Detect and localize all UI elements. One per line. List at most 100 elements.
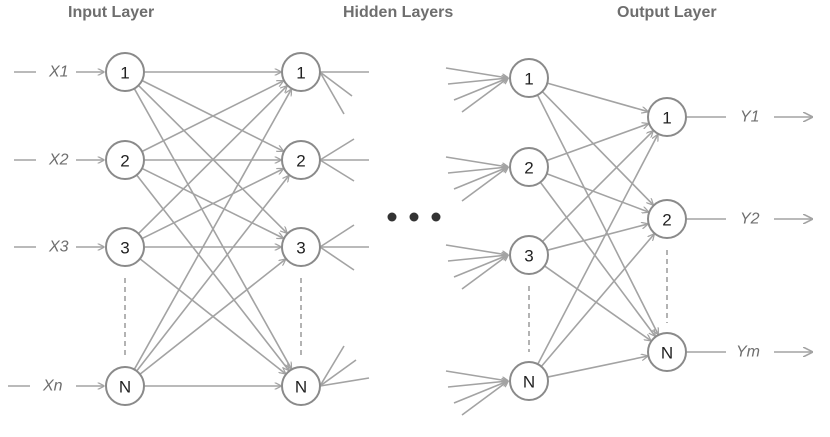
fan-out-line-1-2 bbox=[319, 159, 355, 182]
neuron-label-input-0: 1 bbox=[120, 64, 129, 83]
neuron-circle-hidden-last-1 bbox=[509, 147, 549, 187]
neuron-circle-hidden-first-1 bbox=[281, 140, 321, 180]
edge-input-3-to-hidden-first-0 bbox=[133, 89, 291, 370]
neuron-hidden-first-3: N bbox=[281, 366, 321, 406]
fan-out-line-0-1 bbox=[319, 71, 353, 97]
neuron-circle-input-2 bbox=[105, 227, 145, 267]
neuron-input-0: 1 bbox=[105, 52, 145, 92]
output-label-2: Ym bbox=[736, 344, 760, 361]
input-label-2: X3 bbox=[48, 239, 69, 256]
neuron-hidden-last-2: 3 bbox=[509, 235, 549, 275]
neuron-label-hidden-last-1: 2 bbox=[524, 159, 533, 178]
neuron-label-hidden-last-2: 3 bbox=[524, 247, 533, 266]
neuron-hidden-last-0: 1 bbox=[509, 58, 549, 98]
fan-in-line-2-1 bbox=[447, 255, 508, 262]
ellipsis-dot-2 bbox=[431, 212, 441, 222]
neuron-circle-hidden-first-0 bbox=[281, 52, 321, 92]
neuron-hidden-first-2: 3 bbox=[281, 227, 321, 267]
edge-input-3-to-hidden-first-1 bbox=[136, 176, 289, 372]
neuron-label-hidden-first-3: N bbox=[295, 378, 307, 397]
neuron-output-0: 1 bbox=[647, 97, 687, 137]
neuron-input-3: N bbox=[105, 366, 145, 406]
ellipsis-dot-1 bbox=[409, 212, 419, 222]
neuron-label-hidden-last-0: 1 bbox=[524, 70, 533, 89]
fan-out-line-1-0 bbox=[319, 138, 355, 161]
neuron-circle-hidden-first-2 bbox=[281, 227, 321, 267]
edge-hidden-last-3-to-output-1 bbox=[540, 234, 654, 368]
neuron-circle-input-1 bbox=[105, 140, 145, 180]
hidden-layers-title: Hidden Layers bbox=[343, 4, 454, 21]
neuron-hidden-last-3: N bbox=[509, 361, 549, 401]
neuron-hidden-first-0: 1 bbox=[281, 52, 321, 92]
neuron-circle-output-1 bbox=[647, 199, 687, 239]
edge-input-2-to-hidden-first-0 bbox=[137, 86, 286, 235]
fan-out-line-0-2 bbox=[319, 71, 345, 115]
neurons: 1 2 3N 1 2 3N 1 2 3N 1 2N bbox=[105, 52, 687, 406]
neuron-label-output-2: N bbox=[661, 344, 673, 363]
neuron-label-hidden-first-2: 3 bbox=[296, 239, 305, 258]
ellipsis-dot-0 bbox=[387, 212, 397, 222]
fan-in-line-0-2 bbox=[453, 78, 508, 101]
input-layer-title: Input Layer bbox=[68, 4, 155, 21]
fan-out-line-3-1 bbox=[319, 359, 357, 387]
fan-in-line-1-0 bbox=[445, 156, 508, 167]
neuron-output-2: N bbox=[647, 332, 687, 372]
layer-ellipsis bbox=[387, 212, 441, 222]
fan-in-line-3-0 bbox=[445, 370, 508, 381]
neuron-label-input-3: N bbox=[119, 378, 131, 397]
connection-lines bbox=[8, 67, 812, 416]
output-layer-title: Output Layer bbox=[617, 4, 717, 21]
edge-hidden-last-2-to-output-0 bbox=[541, 131, 652, 243]
neuron-label-hidden-first-0: 1 bbox=[296, 64, 305, 83]
neuron-label-hidden-first-1: 2 bbox=[296, 152, 305, 171]
neuron-input-2: 3 bbox=[105, 227, 145, 267]
dashed-separators bbox=[124, 250, 668, 357]
fan-in-line-0-1 bbox=[447, 78, 508, 85]
fan-out-line-3-2 bbox=[319, 377, 370, 387]
edge-hidden-last-0-to-output-2 bbox=[536, 94, 658, 334]
input-label-3: Xn bbox=[42, 378, 63, 395]
neuron-label-input-1: 2 bbox=[120, 152, 129, 171]
fan-out-line-2-2 bbox=[319, 246, 355, 271]
neuron-label-output-1: 2 bbox=[662, 211, 671, 230]
neuron-circle-output-2 bbox=[647, 332, 687, 372]
output-label-0: Y1 bbox=[740, 109, 760, 126]
fan-in-line-0-0 bbox=[445, 67, 508, 78]
edge-hidden-last-0-to-output-0 bbox=[547, 82, 647, 111]
edge-hidden-last-0-to-output-1 bbox=[541, 91, 653, 205]
neuron-hidden-first-1: 2 bbox=[281, 140, 321, 180]
edge-hidden-last-2-to-output-1 bbox=[547, 224, 647, 251]
fan-in-line-2-3 bbox=[461, 255, 508, 290]
fan-in-line-3-1 bbox=[447, 381, 508, 388]
edge-hidden-last-1-to-output-0 bbox=[546, 124, 648, 162]
neuron-circle-hidden-first-3 bbox=[281, 366, 321, 406]
edge-hidden-last-1-to-output-1 bbox=[546, 172, 649, 212]
fan-in-line-1-2 bbox=[453, 167, 508, 190]
edge-hidden-last-1-to-output-2 bbox=[539, 181, 655, 336]
edge-hidden-last-3-to-output-2 bbox=[547, 356, 648, 378]
neuron-circle-hidden-last-2 bbox=[509, 235, 549, 275]
fan-in-line-3-2 bbox=[453, 381, 508, 404]
output-label-1: Y2 bbox=[740, 211, 760, 228]
fan-in-line-0-3 bbox=[461, 78, 508, 113]
neuron-label-input-2: 3 bbox=[120, 239, 129, 258]
neuron-circle-hidden-last-0 bbox=[509, 58, 549, 98]
fan-in-line-3-3 bbox=[461, 381, 508, 416]
neuron-circle-input-3 bbox=[105, 366, 145, 406]
edge-hidden-last-3-to-output-0 bbox=[537, 135, 658, 365]
edge-input-1-to-hidden-first-0 bbox=[141, 81, 283, 153]
edge-input-3-to-hidden-first-2 bbox=[139, 259, 285, 375]
neuron-circle-input-0 bbox=[105, 52, 145, 92]
fan-out-line-3-0 bbox=[319, 345, 345, 387]
neuron-label-hidden-last-3: N bbox=[523, 373, 535, 392]
neuron-input-1: 2 bbox=[105, 140, 145, 180]
fan-in-line-2-0 bbox=[445, 244, 508, 255]
input-label-1: X2 bbox=[48, 152, 69, 169]
neuron-circle-hidden-last-3 bbox=[509, 361, 549, 401]
neuron-output-1: 2 bbox=[647, 199, 687, 239]
edge-input-2-to-hidden-first-1 bbox=[141, 169, 283, 240]
fan-in-line-1-1 bbox=[447, 167, 508, 174]
input-label-0: X1 bbox=[48, 64, 69, 81]
